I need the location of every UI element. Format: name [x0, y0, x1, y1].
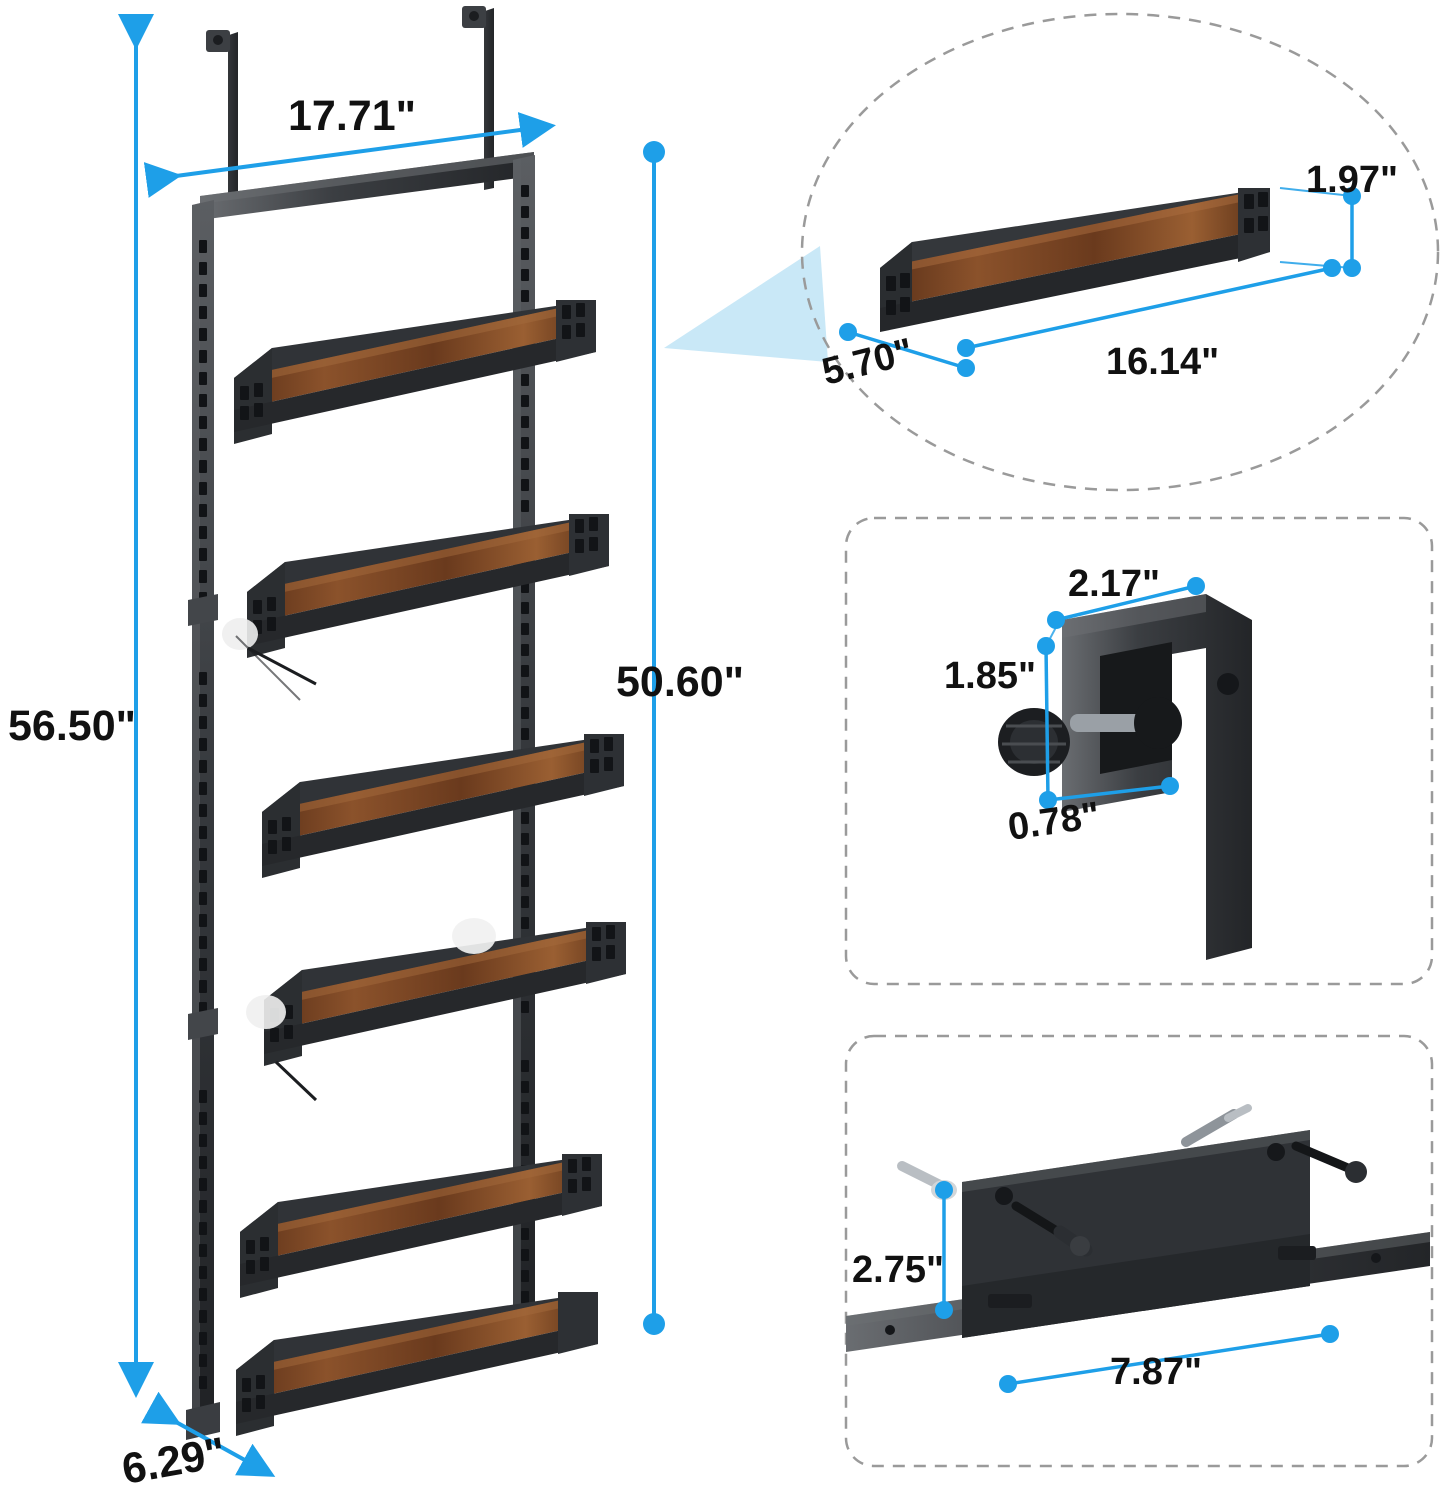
- dim-shelf-height: 1.97": [1306, 159, 1398, 201]
- dim-overall-width: 17.71": [288, 92, 416, 140]
- main-dimension-endpoints: [643, 141, 665, 1335]
- shelf-callout: [664, 12, 1440, 492]
- clamp-callout: [844, 516, 1434, 986]
- dim-clamp-width: 2.17": [1068, 563, 1160, 605]
- dim-rack-height: 50.60": [616, 658, 744, 706]
- dim-overall-height: 56.50": [8, 702, 136, 750]
- dim-clamp-depth: 1.85": [944, 655, 1036, 697]
- dim-shelf-depth: 5.70": [818, 331, 917, 394]
- dim-bracket-height: 2.75": [852, 1249, 944, 1291]
- shelf-4: [246, 918, 626, 1102]
- dim-overall-depth: 6.29": [118, 1429, 229, 1489]
- dim-bracket-width: 7.87": [1110, 1351, 1202, 1393]
- shelf-6: [236, 1292, 598, 1436]
- rack-illustration: [186, 6, 626, 1440]
- shelf-3: [262, 734, 624, 878]
- bracket-callout: [844, 1034, 1434, 1468]
- shelf-2: [222, 514, 609, 701]
- main-dimension-lines: [118, 14, 656, 1477]
- right-upright-post: [513, 155, 535, 1336]
- left-upright-post: [186, 200, 220, 1440]
- shelf-5: [240, 1154, 602, 1298]
- shelf-1: [234, 300, 596, 444]
- dim-knob-length: 0.78": [1005, 795, 1102, 849]
- dim-shelf-width: 16.14": [1106, 341, 1219, 383]
